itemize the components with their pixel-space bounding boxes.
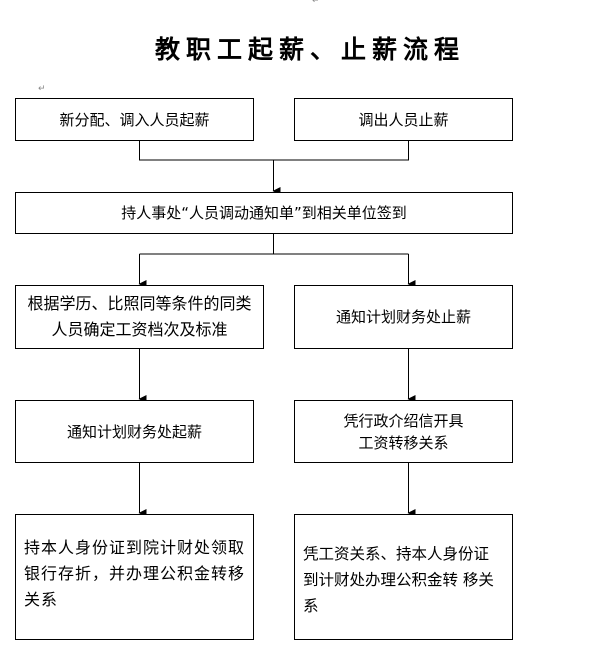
box-text: 根据学历、比照同等条件的同类人员确定工资档次及标准 [27,294,252,339]
merge-connector [139,140,409,161]
box-fund-transfer: 凭工资关系、持本人身份证到计财处办理公积金转 移关 系 [294,514,513,640]
box-notify-finance-stop: 通知计划财务处止薪 [294,285,513,349]
box-text: 凭工资关系、持本人身份证到计财处办理公积金转 移关 系 [303,545,494,615]
box-text: 调出人员止薪 [358,110,449,129]
box-new-hire-start: 新分配、调入人员起薪 [15,98,254,141]
paragraph-mark: ↵ [38,84,46,94]
box-letter-transfer: 凭行政介绍信开具 工资转移关系 [294,400,513,463]
box-determine-salary: 根据学历、比照同等条件的同类人员确定工资档次及标准 [15,285,264,349]
box-text: 通知计划财务处止薪 [335,308,471,326]
box-notify-finance-start: 通知计划财务处起薪 [15,400,254,463]
box-text-line1: 凭行政介绍信开具 [343,411,464,430]
page-title: 教职工起薪、止薪流程 [154,35,465,64]
box-text: 新分配、调入人员起薪 [59,110,210,129]
box-text: 持本人身份证到院计财处领取银行存折，并办理公积金转移关系 [24,538,246,609]
box-bank-book: 持本人身份证到院计财处领取银行存折，并办理公积金转移关系 [15,514,254,640]
box-text-line2: 工资转移关系 [358,433,449,452]
box-text: 通知计划财务处起薪 [66,422,202,441]
box-text: 持人事处“人员调动通知单”到相关单位签到 [121,204,407,222]
paragraph-mark: ↵ [312,0,320,6]
box-sign-in: 持人事处“人员调动通知单”到相关单位签到 [15,192,513,234]
box-transfer-out-stop: 调出人员止薪 [294,98,513,141]
